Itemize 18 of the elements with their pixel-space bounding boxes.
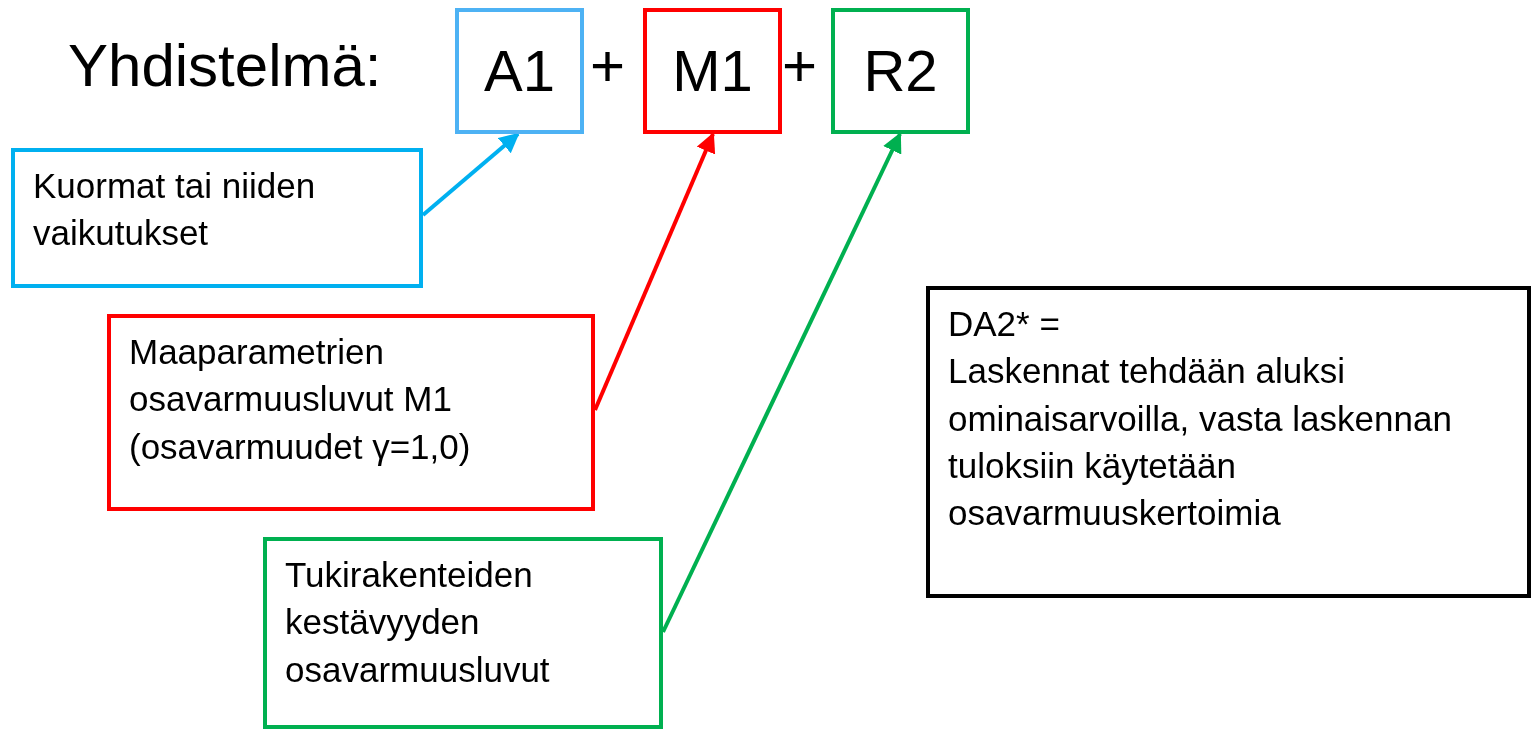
note-box: [263, 537, 663, 729]
note-box: [11, 148, 423, 288]
note-text: Maaparametrien osavarmuusluvut M1 (osavarmuudet γ=1,0): [129, 331, 472, 468]
plus-sign: +: [590, 31, 626, 101]
title: Yhdistelmä:: [68, 31, 382, 101]
symbol-text: M1: [672, 42, 753, 100]
symbol-box: [455, 8, 584, 134]
symbol-box: [643, 8, 782, 134]
symbol-text: R2: [863, 42, 938, 100]
plus-sign: +: [782, 31, 818, 101]
note-text: DA2* =: [948, 303, 1060, 345]
note-box: [926, 286, 1531, 598]
symbol-text: A1: [484, 42, 555, 100]
note-text: Tukirakenteiden kestävyyden osavarmuusluvut: [285, 554, 551, 691]
note-text: Laskennat tehdään aluksi ominaisarvoilla, vasta laskennan tuloksiin käytetään osavarmuuskertoimia: [948, 350, 1453, 534]
note-text: Kuormat tai niiden vaikutukset: [33, 165, 317, 255]
symbol-box: [831, 8, 970, 134]
note-box: [107, 314, 595, 511]
